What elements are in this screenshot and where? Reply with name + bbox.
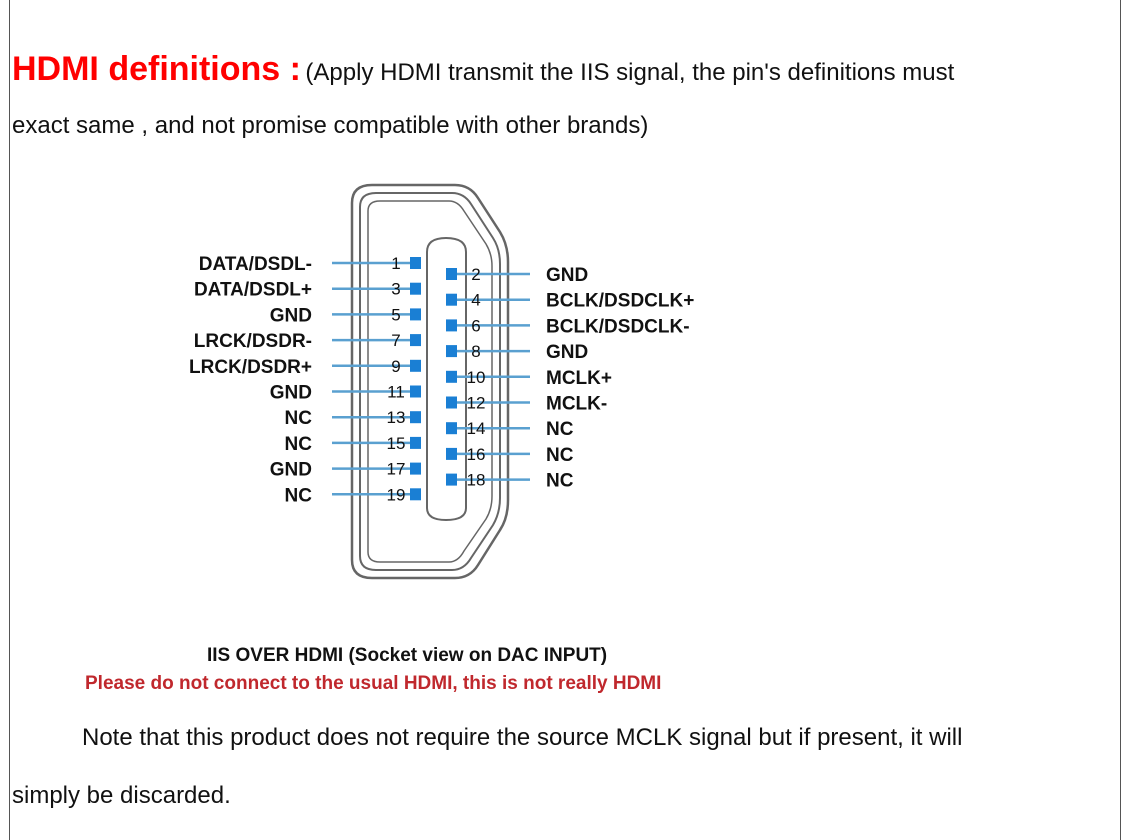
note-text: Note that this product does not require … xyxy=(82,724,963,751)
pin-pad xyxy=(410,359,421,372)
pin-number: 16 xyxy=(467,445,486,464)
pin-pad xyxy=(410,436,421,449)
pin-label: GND xyxy=(546,342,588,363)
pin-number: 4 xyxy=(471,291,480,310)
pin-label: NC xyxy=(285,434,313,455)
pin-label: BCLK/DSDCLK+ xyxy=(546,291,694,312)
pin-label: GND xyxy=(270,305,312,326)
pin-pad xyxy=(446,268,457,280)
pin-number: 14 xyxy=(467,419,486,438)
diagram-caption: IIS OVER HDMI (Socket view on DAC INPUT) xyxy=(207,645,608,666)
heading-line: HDMI definitions : (Apply HDMI transmit … xyxy=(12,50,954,89)
pin-pad xyxy=(410,334,421,347)
pin-pad xyxy=(410,282,421,295)
pin-label: GND xyxy=(546,265,588,286)
pin-label: MCLK+ xyxy=(546,368,612,389)
pin-pad xyxy=(446,422,457,435)
pin-number: 5 xyxy=(391,305,400,324)
pin-label: MCLK- xyxy=(546,394,607,415)
pin-label: NC xyxy=(285,408,313,429)
intro-text-continued: exact same , and not promise compatible … xyxy=(12,112,649,139)
pin-label: LRCK/DSDR- xyxy=(194,331,312,352)
pin-pad xyxy=(410,257,421,269)
page-border-left xyxy=(9,0,10,840)
pin-number: 1 xyxy=(391,254,400,273)
pin-number: 9 xyxy=(391,357,400,376)
section-title: HDMI definitions : xyxy=(12,50,301,88)
pin-label: LRCK/DSDR+ xyxy=(189,357,312,378)
pin-label: NC xyxy=(546,471,574,492)
pin-pad xyxy=(446,319,457,332)
pin-pad xyxy=(446,370,457,383)
pin-label: GND xyxy=(270,383,312,404)
pin-number: 8 xyxy=(471,342,480,361)
pin-label: GND xyxy=(270,460,312,481)
page-border-right xyxy=(1120,0,1121,840)
pin-pad xyxy=(446,293,457,306)
pin-pad xyxy=(446,345,457,358)
pin-pad xyxy=(446,473,457,486)
pin-number: 3 xyxy=(391,280,400,299)
pin-number: 19 xyxy=(387,485,406,504)
pin-label: NC xyxy=(546,419,574,440)
pin-number: 12 xyxy=(467,394,486,413)
diagram-warning: Please do not connect to the usual HDMI,… xyxy=(85,673,662,694)
pin-label: NC xyxy=(285,485,313,506)
pin-number: 10 xyxy=(467,368,486,387)
connector-outline xyxy=(350,183,510,580)
pin-pad xyxy=(410,488,421,501)
pin-number: 18 xyxy=(467,471,486,490)
pin-number: 17 xyxy=(387,460,406,479)
pin-pad xyxy=(446,447,457,460)
note-text-continued: simply be discarded. xyxy=(12,782,231,809)
pin-pad xyxy=(410,308,421,321)
pin-label: DATA/DSDL- xyxy=(199,254,312,275)
pin-pad xyxy=(410,385,421,398)
pin-number: 2 xyxy=(471,265,480,284)
pin-number: 13 xyxy=(387,408,406,427)
pin-label: DATA/DSDL+ xyxy=(194,280,312,301)
pin-number: 15 xyxy=(387,434,406,453)
intro-text: (Apply HDMI transmit the IIS signal, the… xyxy=(305,59,955,86)
pin-number: 6 xyxy=(471,316,480,335)
pin-pad xyxy=(446,396,457,409)
pin-pad xyxy=(410,411,421,424)
pin-label: NC xyxy=(546,445,574,466)
pin-number: 11 xyxy=(387,383,405,402)
pin-label: BCLK/DSDCLK- xyxy=(546,316,690,337)
pin-pad xyxy=(410,462,421,475)
pin-number: 7 xyxy=(391,331,400,350)
